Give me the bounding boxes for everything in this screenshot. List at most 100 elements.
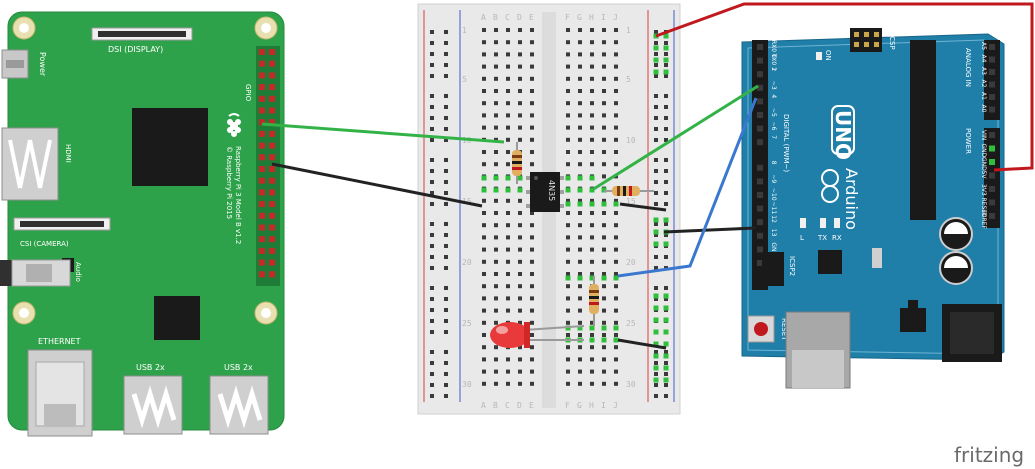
breadboard-hole — [566, 235, 570, 240]
gpio-pin — [259, 224, 265, 231]
pi-gpio-label: GPIO — [244, 84, 252, 102]
gpio-pin — [269, 142, 275, 149]
arduino-pin-label: A3 — [980, 67, 987, 75]
rail-hole — [430, 350, 434, 354]
wire-black-resistor-to-rail — [619, 202, 667, 212]
breadboard-hole — [614, 89, 618, 93]
breadboard-hole — [590, 235, 594, 240]
breadboard-hole — [590, 52, 594, 57]
breadboard-hole — [530, 381, 534, 386]
breadboard-hole — [578, 198, 582, 203]
rail-hole — [430, 158, 434, 162]
active-hole — [601, 275, 607, 281]
breadboard-hole — [530, 272, 534, 276]
breadboard-hole — [590, 101, 594, 106]
arduino-pin-label: 3V3 — [980, 184, 987, 196]
active-hole — [653, 293, 659, 299]
breadboard-hole — [494, 64, 498, 69]
pi-usb-label-2: USB 2x — [224, 363, 253, 372]
rail-hole — [654, 74, 658, 78]
breadboard-hole — [518, 76, 522, 81]
gpio-pin — [269, 224, 275, 231]
wire-blue-breadboard-to-arduino — [617, 97, 758, 278]
breadboard-hole — [566, 369, 570, 374]
resistor-3 — [589, 276, 599, 326]
gpio-pin — [269, 60, 275, 67]
icsp-pin — [874, 42, 879, 47]
rail-hole — [654, 202, 658, 206]
rail-hole — [444, 94, 448, 98]
rail-hole — [430, 180, 434, 184]
arduino-on-label: ON — [824, 50, 832, 61]
active-hole — [565, 275, 571, 281]
breadboard-hole — [602, 101, 606, 106]
active-hole — [653, 353, 659, 359]
column-letter: B — [493, 401, 498, 410]
gpio-pin — [269, 72, 275, 79]
active-hole — [653, 377, 659, 383]
rail-hole — [654, 127, 658, 131]
breadboard-hole — [482, 64, 486, 69]
raspberry-logo-icon — [227, 113, 241, 137]
breadboard-hole — [566, 357, 570, 362]
arduino-pin-label: 12 — [770, 215, 777, 223]
rail-hole — [664, 394, 668, 398]
rail-hole — [654, 169, 658, 173]
breadboard-hole — [602, 247, 606, 252]
wire-black-led-to-rail — [617, 338, 667, 350]
pi-audio-jack — [0, 260, 14, 286]
breadboard-hole — [566, 137, 570, 142]
pi-power-label: Power — [38, 52, 47, 77]
breadboard-hole — [578, 40, 582, 45]
breadboard-hole — [578, 284, 582, 289]
breadboard-hole — [506, 64, 510, 69]
rail-hole — [664, 41, 668, 45]
rail-hole — [430, 30, 434, 34]
breadboard-hole — [482, 101, 486, 106]
rail-hole — [444, 127, 448, 131]
rail-hole — [430, 266, 434, 270]
arduino-brand-name: Arduino — [842, 168, 861, 230]
rail-hole — [430, 138, 434, 142]
gpio-pin — [269, 154, 275, 161]
active-hole — [663, 241, 669, 247]
active-hole — [493, 175, 499, 181]
active-hole — [653, 329, 659, 335]
breadboard-hole — [506, 308, 510, 313]
arduino-analog-pin — [989, 106, 995, 113]
breadboard-hole — [530, 296, 534, 301]
row-number: 15 — [462, 197, 472, 206]
rail-hole — [444, 383, 448, 387]
breadboard-hole — [530, 52, 534, 57]
breadboard-hole — [494, 259, 498, 264]
breadboard-hole — [602, 113, 606, 118]
gpio-pin — [259, 259, 265, 266]
breadboard-hole — [614, 369, 618, 374]
arduino-pin-label: 8 — [770, 161, 777, 165]
rail-hole — [430, 255, 434, 259]
rail-hole — [654, 394, 658, 398]
arduino-power-label: POWER — [964, 128, 972, 154]
breadboard-hole — [578, 76, 582, 81]
breadboard-hole — [602, 125, 606, 130]
column-letter: J — [613, 401, 618, 410]
breadboard-hole — [518, 308, 522, 313]
arduino-digital-pin — [757, 192, 763, 198]
breadboard-hole — [578, 211, 582, 215]
breadboard-hole — [602, 381, 606, 386]
gpio-pin — [269, 247, 275, 254]
column-letter: C — [505, 13, 510, 22]
arduino-pin-label: GND — [980, 144, 987, 158]
breadboard-hole — [590, 162, 594, 167]
arduino-icsp2-label: ICSP2 — [788, 256, 796, 276]
arduino-pin-label: IOREF — [980, 211, 987, 229]
rail-hole — [654, 138, 658, 142]
breadboard-hole — [530, 308, 534, 313]
breadboard-hole — [614, 247, 618, 252]
breadboard-hole — [530, 320, 534, 325]
active-hole — [653, 241, 659, 247]
row-number: 25 — [626, 319, 636, 328]
column-letter: F — [565, 13, 570, 22]
active-hole — [517, 175, 523, 181]
